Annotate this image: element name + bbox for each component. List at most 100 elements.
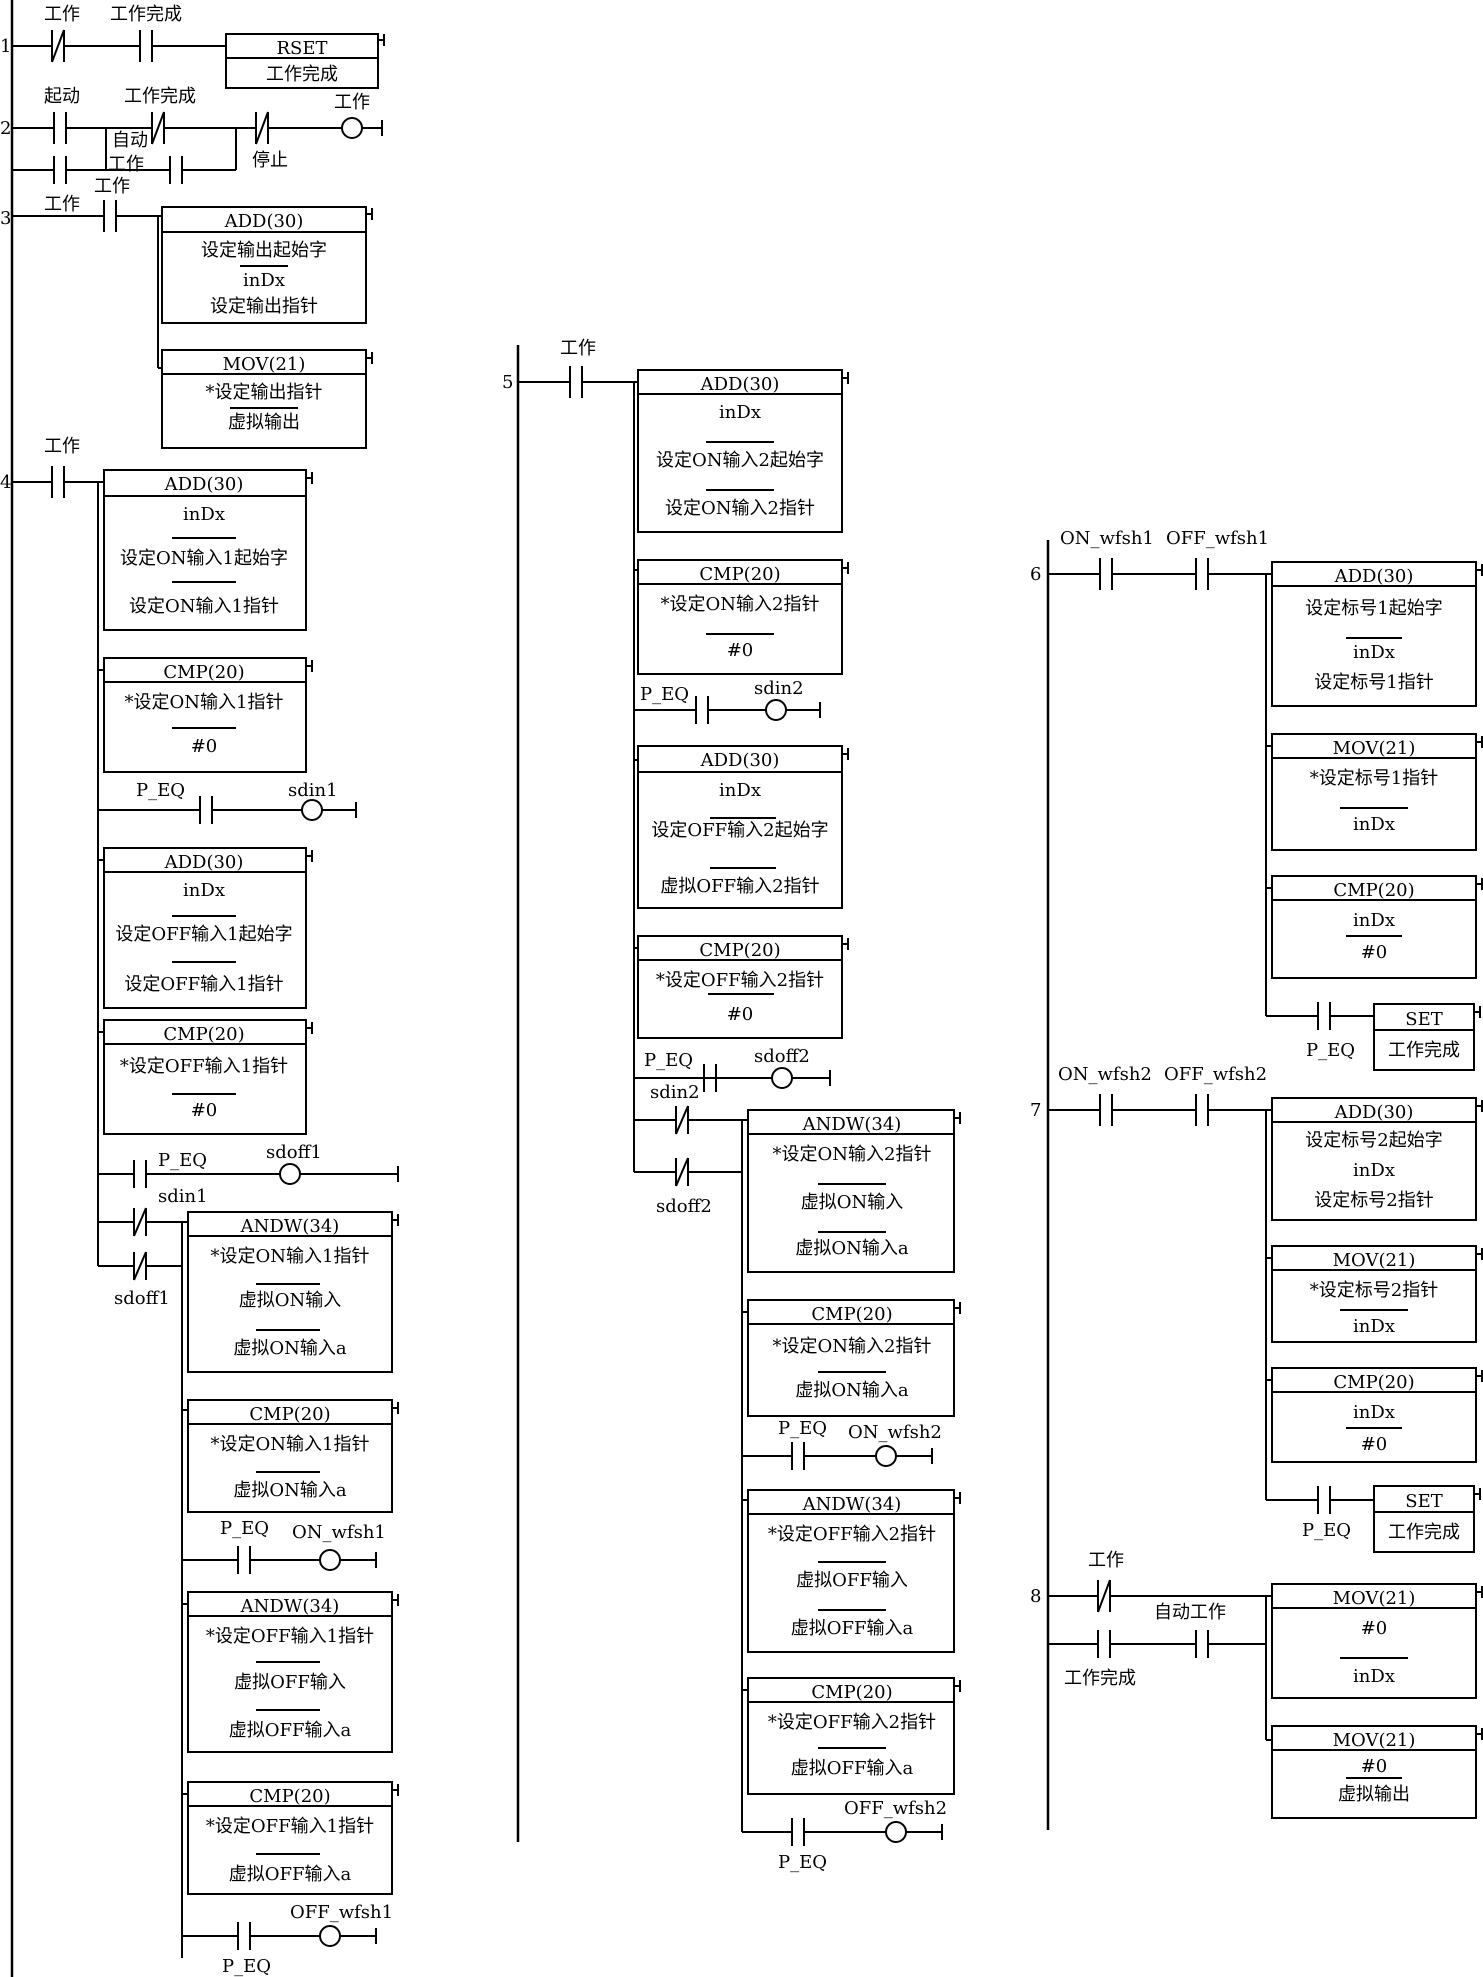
instruction-block: CMP(20) *设定OFF输入2指针 虚拟OFF输入a (742, 1677, 961, 1795)
contact-label: 工作完成 (124, 86, 196, 107)
instruction-block: CMP(20) *设定OFF输入1指针 #0 (98, 1019, 313, 1135)
svg-text:CMP(20): CMP(20) (699, 564, 780, 585)
svg-text:#0: #0 (1361, 1618, 1388, 1639)
svg-text:虚拟ON输入a: 虚拟ON输入a (233, 1338, 347, 1359)
rung-number: 1 (0, 36, 11, 57)
svg-text:ADD(30): ADD(30) (700, 374, 780, 395)
svg-text:虚拟OFF输入a: 虚拟OFF输入a (791, 1758, 914, 1779)
svg-text:虚拟OFF输入a: 虚拟OFF输入a (229, 1720, 352, 1741)
svg-text:CMP(20): CMP(20) (163, 1024, 244, 1045)
instruction-block: CMP(20) *设定OFF输入1指针 虚拟OFF输入a (182, 1781, 399, 1895)
contact-no (53, 156, 67, 184)
rung-number: 4 (0, 472, 11, 493)
rung-3: 3 工作 ADD(30) 设定输出起始字 inDx 设定输出指针 MOV(21)… (0, 194, 373, 449)
instruction-block: CMP(20) inDx #0 (1266, 1367, 1483, 1463)
svg-text:虚拟OFF输入: 虚拟OFF输入 (234, 1672, 346, 1693)
svg-text:ANDW(34): ANDW(34) (240, 1216, 340, 1237)
contact-label: 工作完成 (110, 4, 182, 25)
svg-text:设定ON输入1起始字: 设定ON输入1起始字 (120, 548, 288, 569)
contact-label: 工作 (94, 176, 130, 197)
svg-text:*设定OFF输入1指针: *设定OFF输入1指针 (206, 1816, 374, 1837)
svg-text:设定OFF输入1指针: 设定OFF输入1指针 (124, 974, 283, 995)
contact-nc (133, 1251, 147, 1281)
svg-text:*设定输出指针: *设定输出指针 (206, 382, 323, 403)
instruction-block: MOV(21) #0 虚拟输出 (1266, 1725, 1483, 1819)
instruction-block: MOV(21) *设定输出指针 虚拟输出 (161, 349, 373, 449)
output-coil (319, 1549, 341, 1571)
rung-7: 7 ON_wfsh2 OFF_wfsh2 ADD(30) 设定标号2起始字 in… (1030, 1064, 1483, 1553)
contact-nc (151, 111, 165, 145)
contact-label: P_EQ (1302, 1520, 1351, 1541)
svg-text:RSET: RSET (276, 38, 327, 59)
svg-text:ADD(30): ADD(30) (700, 750, 780, 771)
rung-8: 8 工作 工作完成 自动工作 MOV(21) #0 inDx MOV(21) #… (1030, 1550, 1483, 1819)
contact-label: 工作 (1088, 1550, 1124, 1571)
contact-no (103, 200, 117, 232)
svg-text:inDx: inDx (719, 780, 761, 801)
contact-label: P_EQ (136, 780, 185, 801)
instruction-block: ADD(30) 设定标号2起始字 inDx 设定标号2指针 (1271, 1097, 1483, 1221)
contact-label: 工作 (560, 338, 596, 359)
svg-text:#0: #0 (1361, 1756, 1388, 1777)
rung-5: 5 工作 ADD(30) inDx 设定ON输入2起始字 设定ON输入2指针 C… (502, 338, 961, 1873)
svg-text:设定OFF输入2起始字: 设定OFF输入2起始字 (651, 820, 828, 841)
contact-no (199, 796, 213, 824)
contact-label: sdin2 (650, 1082, 700, 1103)
output-coil (885, 1821, 907, 1843)
svg-text:ADD(30): ADD(30) (224, 211, 304, 232)
svg-text:虚拟OFF输入2指针: 虚拟OFF输入2指针 (660, 876, 819, 897)
svg-text:虚拟输出: 虚拟输出 (228, 412, 300, 433)
contact-label: 停止 (252, 150, 288, 171)
contact-label: 工作 (44, 436, 80, 457)
rung-2: 2 起动 工作完成 停止 工作 自动 工作 工作 (0, 86, 383, 197)
instruction-block: ADD(30) 设定输出起始字 inDx 设定输出指针 (161, 206, 373, 324)
svg-text:CMP(20): CMP(20) (811, 1304, 892, 1325)
output-coil (279, 1163, 301, 1185)
contact-label: sdin1 (158, 1186, 208, 1207)
svg-text:CMP(20): CMP(20) (1333, 880, 1414, 901)
svg-text:设定输出指针: 设定输出指针 (210, 296, 318, 317)
coil-label: sdoff2 (754, 1046, 810, 1067)
svg-text:SET: SET (1405, 1009, 1442, 1030)
svg-text:ANDW(34): ANDW(34) (240, 1596, 340, 1617)
svg-text:#0: #0 (727, 1004, 754, 1025)
instruction-block: CMP(20) *设定OFF输入2指针 #0 (634, 935, 849, 1039)
contact-no (791, 1818, 805, 1846)
contact-label: P_EQ (644, 1050, 693, 1071)
svg-text:MOV(21): MOV(21) (1333, 1250, 1416, 1271)
svg-text:#0: #0 (1361, 942, 1388, 963)
rung-number: 5 (502, 372, 513, 393)
svg-text:*设定ON输入2指针: *设定ON输入2指针 (773, 1336, 932, 1357)
output-coil (341, 117, 363, 139)
svg-text:设定ON输入2指针: 设定ON输入2指针 (665, 498, 815, 519)
contact-label: P_EQ (1306, 1040, 1355, 1061)
svg-text:虚拟ON输入a: 虚拟ON输入a (233, 1480, 347, 1501)
svg-text:*设定ON输入2指针: *设定ON输入2指针 (661, 594, 820, 615)
contact-no (1099, 558, 1113, 590)
svg-text:CMP(20): CMP(20) (163, 662, 244, 683)
svg-text:CMP(20): CMP(20) (811, 1682, 892, 1703)
svg-text:设定标号1起始字: 设定标号1起始字 (1305, 598, 1442, 619)
rung-number: 2 (0, 118, 11, 139)
svg-text:*设定ON输入1指针: *设定ON输入1指针 (211, 1246, 370, 1267)
svg-text:inDx: inDx (1353, 1160, 1395, 1181)
svg-text:设定标号2指针: 设定标号2指针 (1314, 1190, 1433, 1211)
svg-text:inDx: inDx (1353, 1316, 1395, 1337)
contact-label: OFF_wfsh2 (1164, 1064, 1267, 1085)
contact-label: 起动 (44, 86, 80, 107)
coil-label: sdin1 (288, 780, 338, 801)
svg-text:MOV(21): MOV(21) (1333, 1730, 1416, 1751)
svg-text:MOV(21): MOV(21) (223, 354, 306, 375)
instruction-block: ANDW(34) *设定ON输入1指针 虚拟ON输入 虚拟ON输入a (182, 1211, 399, 1373)
svg-text:#0: #0 (191, 1100, 218, 1121)
svg-text:*设定OFF输入2指针: *设定OFF输入2指针 (768, 1712, 936, 1733)
svg-text:ADD(30): ADD(30) (1334, 1102, 1414, 1123)
svg-text:inDx: inDx (1353, 1402, 1395, 1423)
rung-6: 6 ON_wfsh1 OFF_wfsh1 ADD(30) 设定标号1起始字 in… (1030, 528, 1483, 1071)
coil-label: OFF_wfsh2 (844, 1798, 947, 1819)
svg-text:ANDW(34): ANDW(34) (802, 1494, 902, 1515)
svg-text:inDx: inDx (1353, 910, 1395, 931)
svg-text:MOV(21): MOV(21) (1333, 1588, 1416, 1609)
contact-no (1195, 558, 1209, 590)
